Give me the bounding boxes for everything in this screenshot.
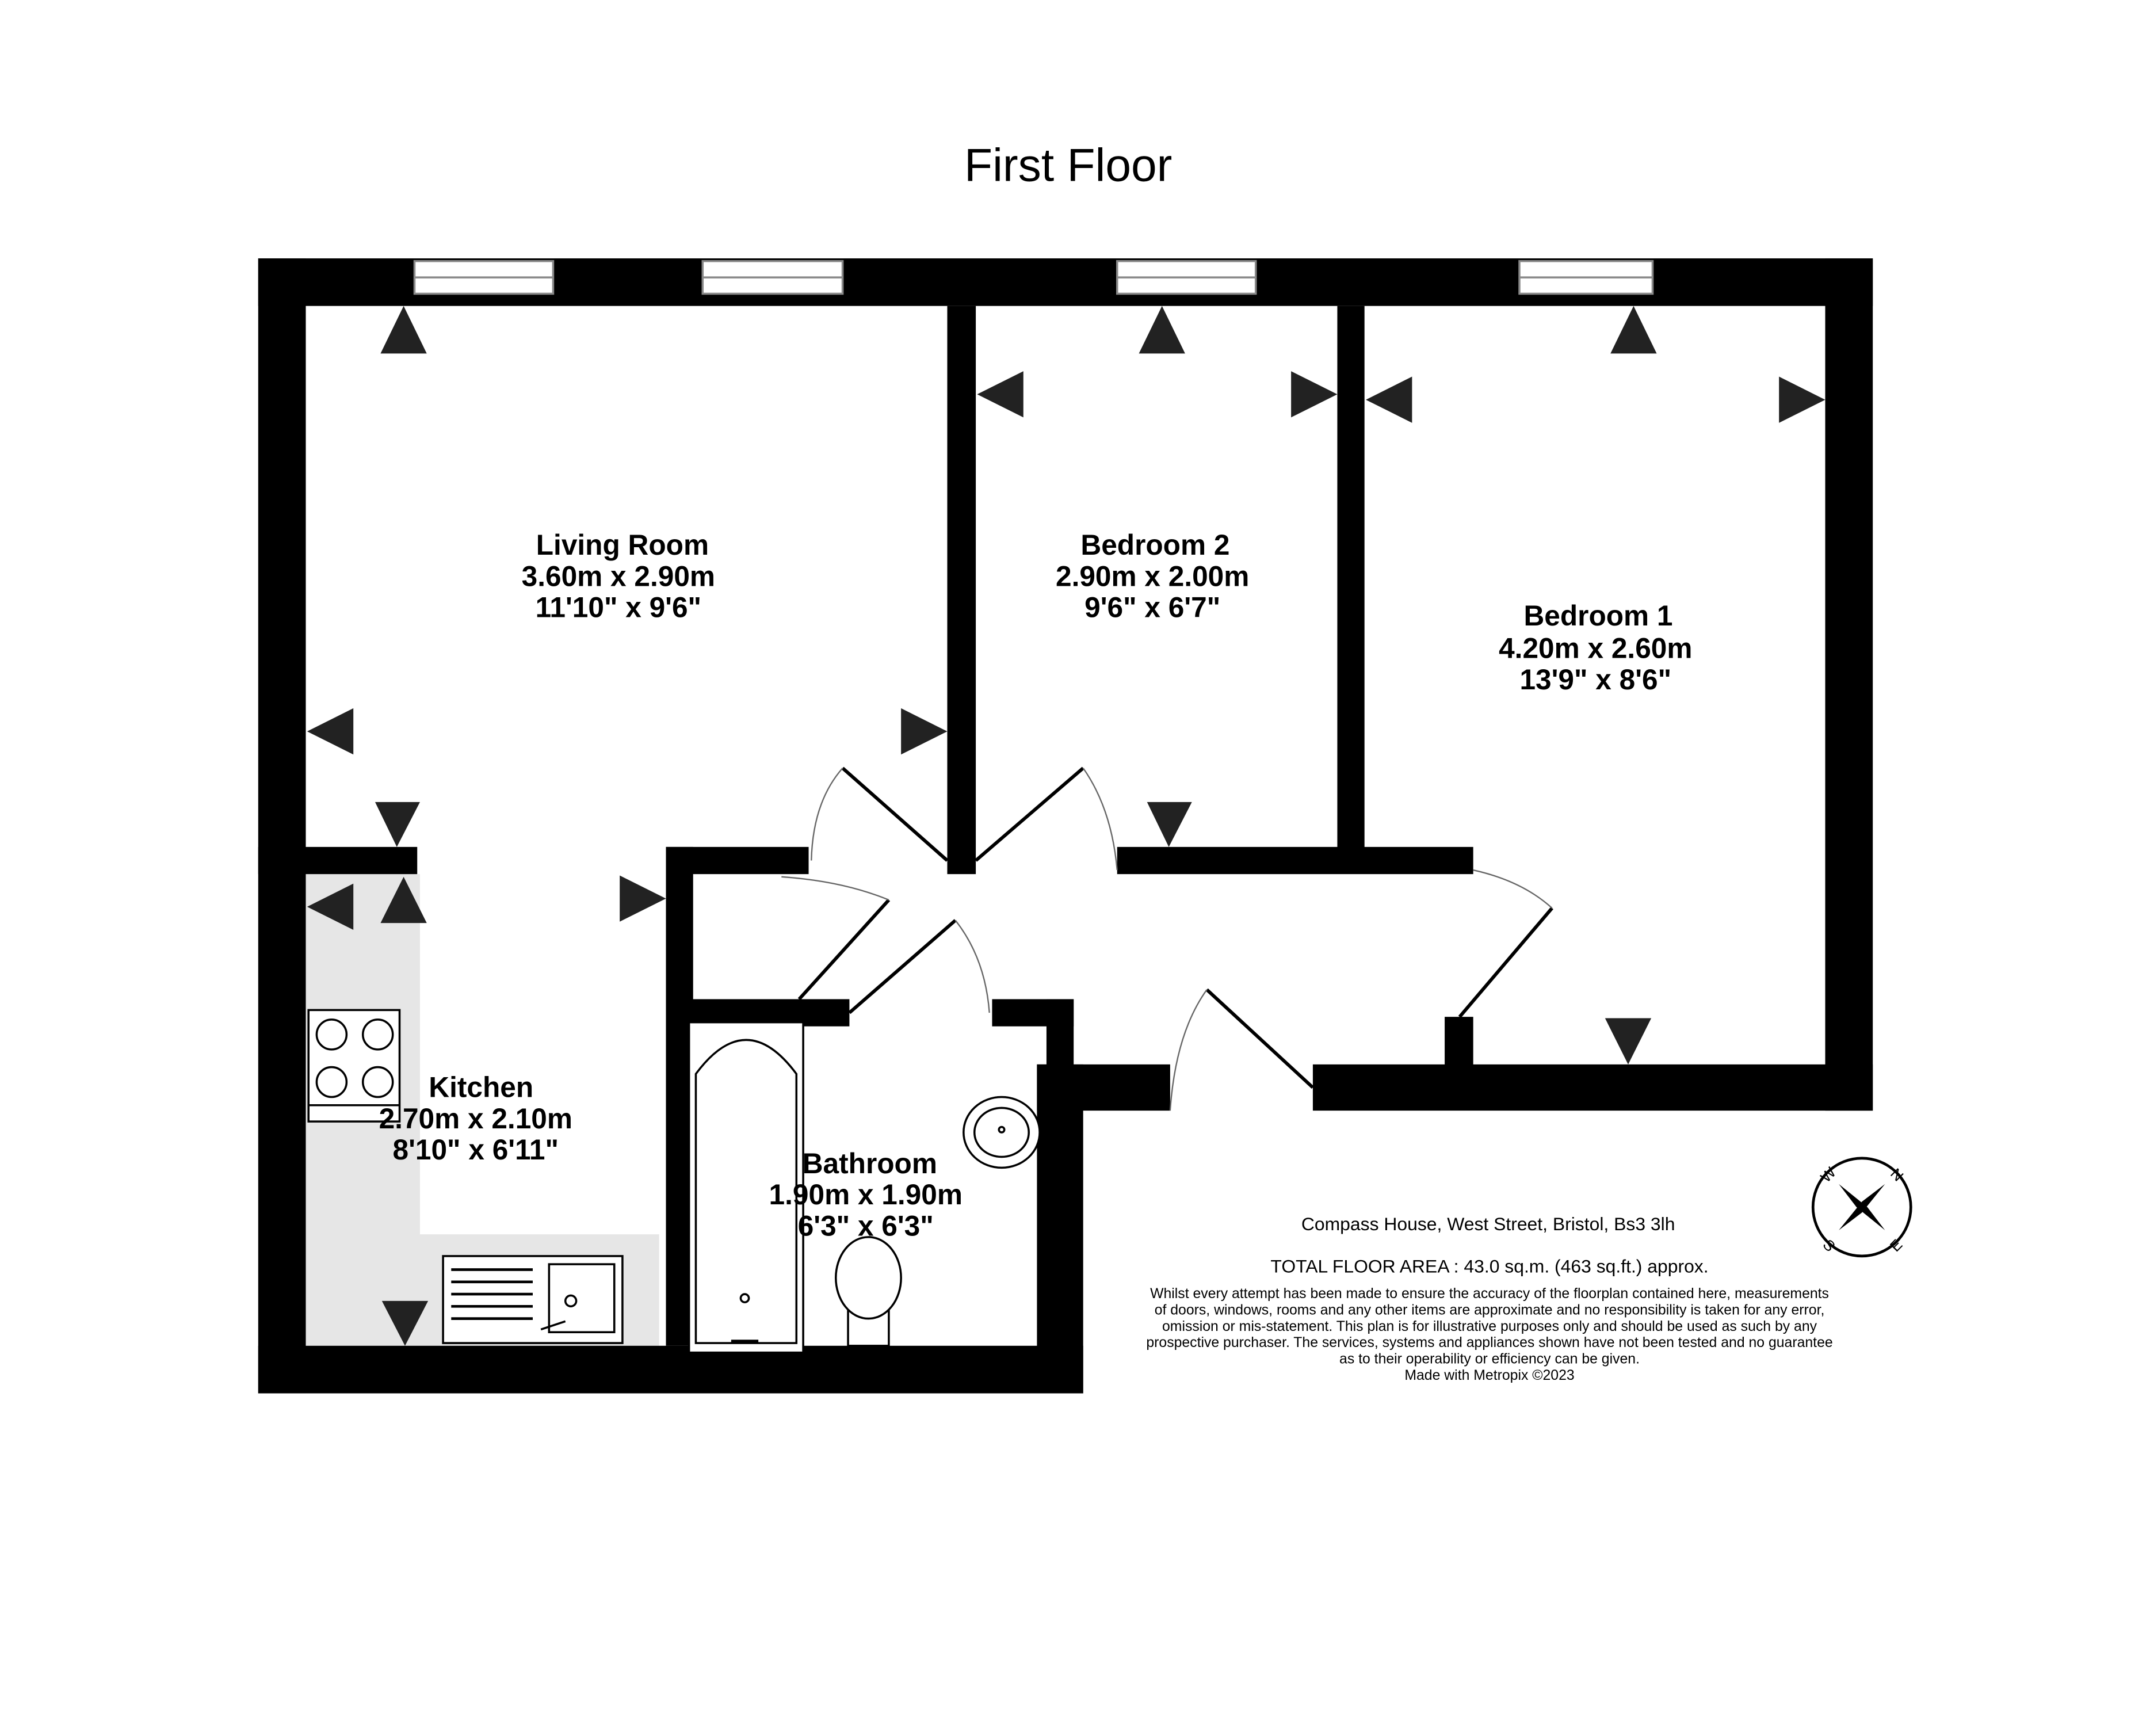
arrow-left-icon [977, 371, 1024, 418]
room-name: Bathroom [803, 1147, 937, 1180]
arrow-right-icon [1779, 376, 1826, 423]
disclaimer-line: Whilst every attempt has been made to en… [1150, 1286, 1829, 1302]
floor-title: First Floor [964, 139, 1172, 191]
room-imperial: 11'10" x 9'6" [536, 592, 702, 624]
door-entrance [1169, 988, 1314, 1111]
arrow-up-icon [1139, 306, 1185, 354]
disclaimer-line: prospective purchaser. The services, sys… [1146, 1335, 1832, 1350]
compass-s: S [1820, 1236, 1839, 1255]
windows [413, 260, 1654, 295]
arrow-down-icon [381, 1300, 429, 1346]
room-metric: 3.60m x 2.90m [522, 560, 715, 592]
arrow-right-icon [901, 708, 948, 755]
room-label-bedroom-1: Bedroom 1 4.20m x 2.60m 13'9" x 8'6" [1499, 600, 1692, 696]
room-metric: 2.90m x 2.00m [1056, 560, 1249, 592]
room-label-kitchen: Kitchen 2.70m x 2.10m 8'10" x 6'11" [379, 1071, 572, 1166]
window [1518, 260, 1654, 295]
door-bedroom-2 [975, 766, 1118, 871]
sink-icon [442, 1255, 624, 1344]
arrow-right-icon [620, 875, 666, 922]
door-kitchen [781, 876, 891, 1001]
arrow-left-icon [307, 708, 354, 755]
disclaimer-line: of doors, windows, rooms and any other i… [1155, 1302, 1825, 1318]
arrow-left-icon [307, 883, 354, 930]
room-metric: 4.20m x 2.60m [1499, 632, 1692, 665]
room-name: Kitchen [429, 1071, 533, 1104]
toilet-icon [835, 1236, 902, 1347]
door-living-room [811, 766, 949, 862]
arrow-down-icon [1605, 1018, 1652, 1065]
door-bathroom [848, 919, 990, 1014]
info-block: Compass House, West Street, Bristol, Bs3… [1146, 1214, 1832, 1383]
arrow-left-icon [1366, 376, 1412, 423]
doors [781, 766, 1553, 1111]
room-label-bedroom-2: Bedroom 2 2.90m x 2.00m 9'6" x 6'7" [1056, 529, 1249, 624]
room-imperial: 9'6" x 6'7" [1084, 592, 1220, 624]
arrow-up-icon [1610, 306, 1657, 354]
disclaimer-line: as to their operability or efficiency ca… [1339, 1352, 1640, 1367]
basin-icon [963, 1096, 1041, 1169]
bath-icon [688, 1021, 804, 1354]
room-label-bathroom: Bathroom 1.90m x 1.90m 6'3" x 6'3" [769, 1147, 963, 1242]
disclaimer-line: omission or mis-statement. This plan is … [1162, 1319, 1817, 1334]
arrow-down-icon [1147, 802, 1192, 847]
room-name: Bedroom 2 [1080, 529, 1229, 561]
room-imperial: 8'10" x 6'11" [393, 1134, 559, 1166]
room-name: Living Room [536, 529, 709, 561]
room-name: Bedroom 1 [1523, 600, 1672, 632]
window [1116, 260, 1257, 295]
address: Compass House, West Street, Bristol, Bs3… [1301, 1214, 1675, 1234]
door-bedroom-1 [1458, 869, 1553, 1018]
window [413, 260, 555, 295]
compass-e: E [1886, 1236, 1905, 1255]
arrow-right-icon [1291, 371, 1338, 418]
compass-icon: W N S E [1811, 1157, 1912, 1258]
arrow-down-icon [375, 802, 420, 847]
room-metric: 2.70m x 2.10m [379, 1102, 572, 1135]
window [701, 260, 844, 295]
measurement-arrows [307, 306, 1826, 1346]
arrow-up-icon [380, 876, 427, 924]
arrow-up-icon [380, 306, 427, 354]
room-label-living-room: Living Room 3.60m x 2.90m 11'10" x 9'6" [522, 529, 715, 624]
room-metric: 1.90m x 1.90m [769, 1178, 963, 1211]
hob-icon [307, 1009, 401, 1123]
total-floor-area: TOTAL FLOOR AREA : 43.0 sq.m. (463 sq.ft… [1270, 1256, 1708, 1276]
credit: Made with Metropix ©2023 [1404, 1368, 1574, 1383]
room-imperial: 13'9" x 8'6" [1519, 663, 1671, 696]
room-imperial: 6'3" x 6'3" [798, 1210, 934, 1242]
walls [258, 258, 1873, 1394]
